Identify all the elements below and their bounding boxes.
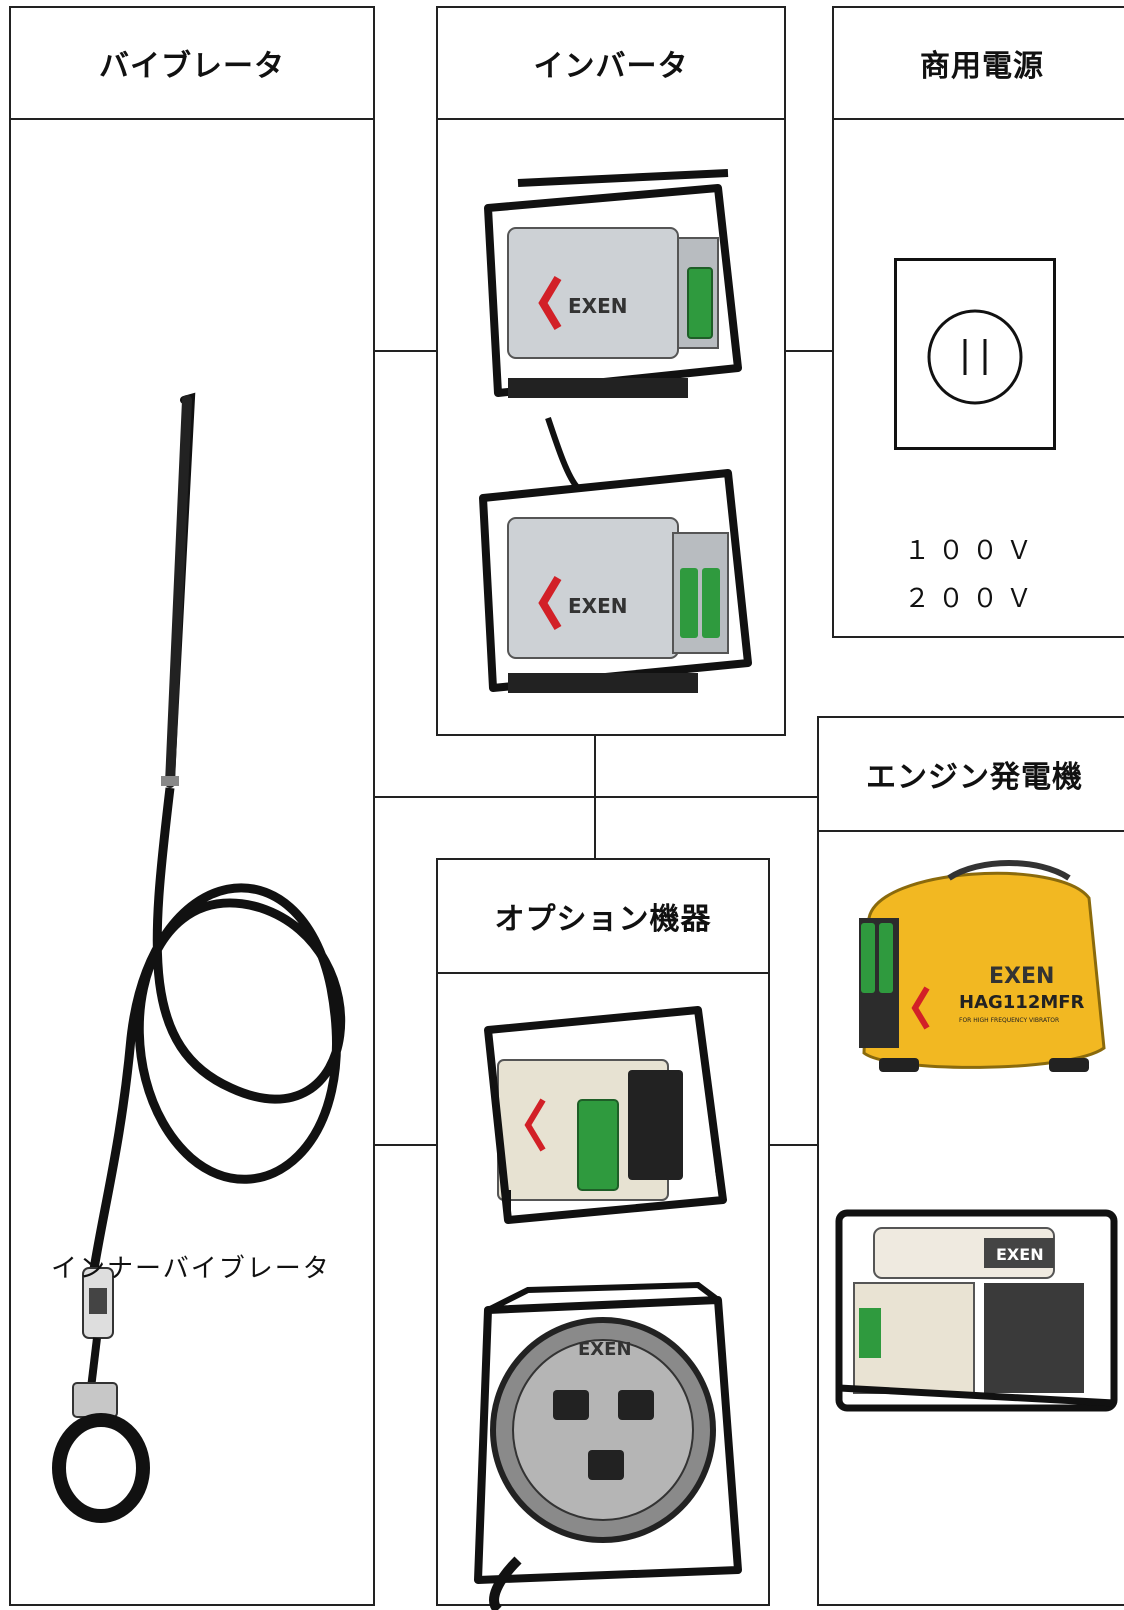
connector-vibrator-inverter: [373, 350, 437, 352]
inverter-box: インバータ EXEN EXEN: [436, 6, 786, 736]
wall-outlet-icon: [894, 258, 1056, 450]
option-converter-image: [468, 990, 748, 1230]
inner-vibrator-image: [31, 388, 371, 1523]
commercial-power-box: 商用電源 １００Ｖ ２００Ｖ: [832, 6, 1124, 638]
commercial-power-title: 商用電源: [834, 8, 1124, 120]
voltage-100: １００Ｖ: [903, 536, 1040, 566]
engine-generator-box: エンジン発電機 EXEN HAG112MFR FOR HIGH FREQUENC…: [817, 716, 1124, 1606]
inverter-image-2: EXEN: [468, 417, 758, 708]
generator-model-label: HAG112MFR: [959, 992, 1085, 1013]
vibrator-box: バイブレータ インナーバイブレータ: [9, 6, 375, 1606]
generator-logo: EXEN: [989, 964, 1054, 989]
inverter-image-1: EXEN: [468, 168, 758, 408]
yellow-generator-image: EXEN HAG112MFR FOR HIGH FREQUENCY VIBRAT…: [839, 848, 1119, 1088]
inverter-logo-1: EXEN: [568, 294, 627, 318]
connector-horizontal-bus: [373, 796, 818, 798]
connector-vibrator-options: [373, 1144, 437, 1146]
reel-logo: EXEN: [578, 1339, 632, 1360]
frame-generator-logo: EXEN: [996, 1245, 1044, 1264]
engine-generator-title: エンジン発電機: [819, 718, 1124, 832]
connector-inverter-power: [785, 350, 833, 352]
inner-vibrator-caption: インナーバイブレータ: [51, 1254, 331, 1284]
vibrator-title: バイブレータ: [11, 8, 373, 120]
voltage-200: ２００Ｖ: [903, 584, 1040, 614]
inverter-logo-2: EXEN: [568, 594, 627, 618]
option-cable-reel-image: EXEN: [458, 1280, 758, 1610]
inverter-title: インバータ: [438, 8, 784, 120]
options-title: オプション機器: [438, 860, 768, 974]
options-box: オプション機器 EXEN: [436, 858, 770, 1610]
connector-options-generator: [769, 1144, 818, 1146]
frame-generator-image: EXEN: [834, 1198, 1124, 1428]
generator-sub-label: FOR HIGH FREQUENCY VIBRATOR: [959, 1017, 1059, 1024]
